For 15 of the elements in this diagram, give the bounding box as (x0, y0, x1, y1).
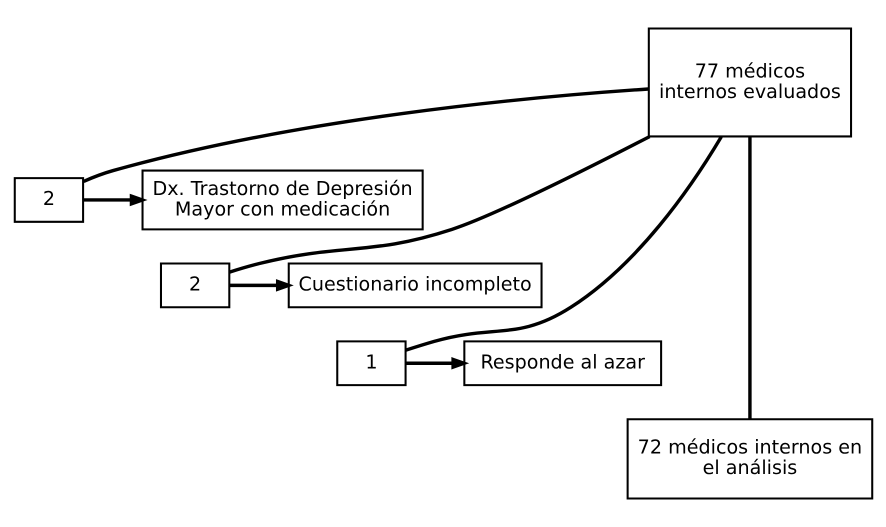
arrow (229, 279, 294, 292)
connector (748, 136, 752, 420)
node-box: Responde al azar (462, 340, 662, 386)
node-box: 1 (336, 340, 406, 386)
connector (82, 87, 648, 183)
connector (404, 136, 722, 352)
node-box: 77 médicos internos evaluados (647, 27, 852, 138)
arrow (82, 194, 148, 206)
arrow (405, 357, 469, 370)
node-box: 2 (159, 262, 230, 308)
connector (228, 135, 650, 274)
node-box: 2 (13, 177, 84, 223)
node-box: Cuestionario incompleto (287, 262, 542, 308)
node-box: Dx. Trastorno de Depresión Mayor con medicación (141, 170, 424, 230)
node-box: 72 médicos internos en el análisis (626, 418, 873, 500)
